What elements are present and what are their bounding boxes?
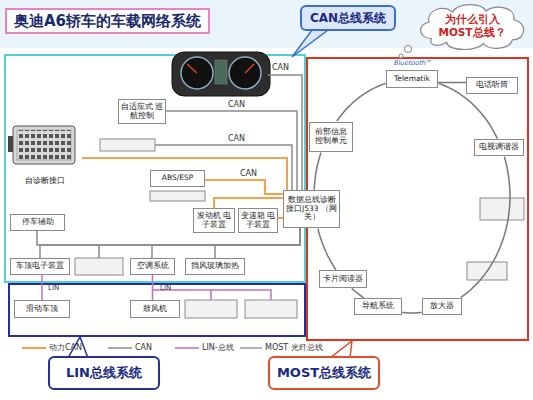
node-text: ABS/ESP <box>162 174 193 183</box>
node-text: 数据总线诊断接口J533 （网关） <box>285 196 338 222</box>
bus-line <box>41 275 43 300</box>
bus-label: CAN <box>228 101 245 109</box>
node-text: 变速箱 电子装置 <box>240 212 276 229</box>
legend-text: LIN-总线 <box>202 344 234 352</box>
most-region <box>307 58 528 340</box>
ecu-box: 变速箱 电子装置 <box>238 208 278 233</box>
ecu-box: 导航系统 <box>354 298 402 315</box>
bus-line <box>314 153 321 190</box>
legend-text: CAN <box>135 344 152 352</box>
ecu-box: 车顶电子装置 <box>10 258 70 275</box>
legend-sample <box>240 348 262 349</box>
callout-bubble: CAN总线系统 <box>300 5 396 31</box>
bus-label: CAN <box>272 64 289 72</box>
thought-cloud: 为什么引入 MOST总线？ <box>414 1 530 51</box>
legend-sample <box>22 347 46 349</box>
ecu-box: 空调系统 <box>130 258 175 275</box>
bus-label: LIN <box>48 285 59 292</box>
node-text: 前部信息 控制单元 <box>311 128 351 145</box>
node-text: 停车辅助 <box>22 218 54 227</box>
bus-label: LIN <box>160 285 171 292</box>
lin-region <box>9 284 305 336</box>
node-text: 卡片阅读器 <box>323 275 363 284</box>
callout-bubble: LIN总线系统 <box>48 356 160 390</box>
ecu-box: 滑动车顶 <box>14 300 70 318</box>
bus-label: CAN <box>240 170 257 178</box>
legend-sample <box>175 347 199 349</box>
node-text: 导航系统 <box>362 302 394 311</box>
node-text: 放大器 <box>430 302 454 311</box>
node-text: 挡风玻璃加热 <box>191 262 239 271</box>
node-text: 空调系统 <box>137 262 169 271</box>
thought-trail <box>405 46 412 53</box>
bus-label: CAN <box>228 135 245 143</box>
ecu-box: 挡风玻璃加热 <box>185 258 245 275</box>
ecu-box: 电话听筒 <box>466 77 518 94</box>
cloud-outline <box>421 5 524 50</box>
diagnostic-connector: 自诊断接口 <box>8 120 82 186</box>
node-text: 电话听筒 <box>476 81 508 90</box>
ecu-box: 放大器 <box>422 298 462 315</box>
node-text: 车顶电子装置 <box>16 262 64 271</box>
title-text: 奥迪A6轿车的车载网络系统 <box>14 12 201 31</box>
bus-label: Bluetooth™ <box>394 60 432 67</box>
ecu-box: 前部信息 控制单元 <box>309 122 353 152</box>
node-text: 鼓风机 <box>143 305 167 314</box>
node-text: 为什么引入 MOST总线？ <box>436 13 508 38</box>
ecu-box: 自适应式 巡航控制 <box>118 99 166 124</box>
gateway-box: 数据总线诊断接口J533 （网关） <box>283 190 340 228</box>
ecu-box: 电视调谐器 <box>474 139 524 156</box>
node-text: 发动机 电子装置 <box>195 212 233 229</box>
bus-line <box>337 83 386 121</box>
node-text: 自诊断接口 <box>25 175 65 186</box>
node-text: 滑动车顶 <box>26 305 58 314</box>
diagnostic-plug <box>8 126 75 164</box>
bus-line <box>318 229 336 270</box>
ecu-box: 停车辅助 <box>10 214 65 231</box>
bus-line <box>438 82 466 84</box>
node-text: 电视调谐器 <box>479 143 519 152</box>
bus-line <box>352 288 364 298</box>
instrument-cluster <box>172 52 270 96</box>
callout-bubble: MOST总线系统 <box>268 356 380 390</box>
bus-line <box>82 158 287 190</box>
legend-text: MOST 光纤总线 <box>265 344 323 352</box>
node-text: MOST总线系统 <box>277 364 371 382</box>
ecu-box: 卡片阅读器 <box>319 270 367 288</box>
bus-line <box>214 198 283 208</box>
bus-wire <box>99 75 302 300</box>
node-text: LIN总线系统 <box>66 364 142 382</box>
empty-module <box>75 139 524 318</box>
thought-trail <box>399 54 403 58</box>
ecu-box: 鼓风机 <box>130 300 180 318</box>
ecu-box: ABS/ESP <box>150 170 205 187</box>
legend-sample <box>108 347 132 349</box>
node-text: Telematik <box>394 75 430 84</box>
title-box: 奥迪A6轿车的车载网络系统 <box>5 8 210 34</box>
node-text: 自适应式 巡航控制 <box>120 103 164 120</box>
ecu-box: Telematik <box>386 70 438 88</box>
bus-line <box>205 180 283 194</box>
callout-tail <box>292 30 328 57</box>
node-text: CAN总线系统 <box>310 10 386 27</box>
legend-text: 动力CAN <box>49 344 82 352</box>
bus-line <box>461 157 510 298</box>
bus-line <box>152 275 154 300</box>
ecu-box: 发动机 电子装置 <box>193 208 235 233</box>
bus-line <box>402 312 422 314</box>
